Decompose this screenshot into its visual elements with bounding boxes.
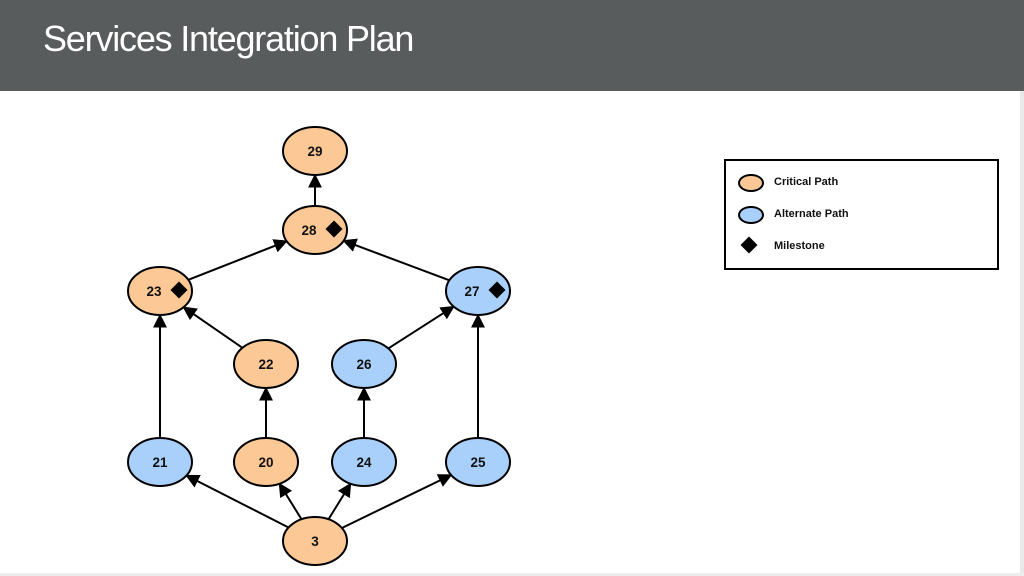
node-label-29: 29 bbox=[307, 144, 322, 159]
node-28: 28 bbox=[282, 205, 348, 255]
legend-label-critical: Critical Path bbox=[774, 176, 839, 188]
edge-3-to-20 bbox=[278, 482, 303, 520]
node-label-28: 28 bbox=[301, 223, 317, 238]
node-25: 25 bbox=[445, 437, 511, 487]
node-20: 20 bbox=[233, 437, 299, 487]
node-27: 27 bbox=[445, 266, 511, 316]
node-ellipse-22 bbox=[233, 339, 299, 389]
edge-3-to-25 bbox=[341, 474, 453, 529]
node-label-23: 23 bbox=[146, 284, 162, 299]
legend: Critical Path Alternate Path Milestone bbox=[724, 159, 999, 270]
node-ellipse-20 bbox=[233, 437, 299, 487]
slide-edge-bottom bbox=[0, 573, 1024, 576]
milestone-icon bbox=[325, 220, 343, 238]
node-ellipse-21 bbox=[127, 437, 193, 487]
edge-26-to-27 bbox=[387, 305, 455, 350]
edge-3-to-21 bbox=[185, 474, 289, 529]
legend-label-alternate: Alternate Path bbox=[774, 208, 849, 220]
milestone-icon bbox=[170, 281, 188, 299]
node-label-25: 25 bbox=[470, 455, 486, 470]
node-24: 24 bbox=[331, 437, 397, 487]
node-21: 21 bbox=[127, 437, 193, 487]
legend-label-milestone: Milestone bbox=[774, 240, 825, 252]
slide-edge-right bbox=[1020, 91, 1024, 576]
node-ellipse-28 bbox=[282, 205, 348, 255]
node-label-24: 24 bbox=[356, 455, 372, 470]
alternate-path-swatch bbox=[738, 206, 764, 224]
node-ellipse-25 bbox=[445, 437, 511, 487]
node-label-20: 20 bbox=[258, 455, 273, 470]
page-title: Services Integration Plan bbox=[43, 18, 414, 59]
node-22: 22 bbox=[233, 339, 299, 389]
milestone-icon bbox=[488, 281, 506, 299]
critical-path-swatch bbox=[738, 174, 764, 192]
node-label-22: 22 bbox=[258, 357, 273, 372]
node-ellipse-24 bbox=[331, 437, 397, 487]
title-bar: Services Integration Plan bbox=[0, 0, 1024, 91]
node-label-3: 3 bbox=[311, 534, 319, 549]
node-ellipse-3 bbox=[282, 516, 348, 566]
node-ellipse-29 bbox=[282, 126, 348, 176]
node-29: 29 bbox=[282, 126, 348, 176]
node-ellipse-23 bbox=[127, 266, 193, 316]
node-ellipse-27 bbox=[445, 266, 511, 316]
node-23: 23 bbox=[127, 266, 193, 316]
node-ellipse-26 bbox=[331, 339, 397, 389]
edge-27-to-28 bbox=[342, 238, 450, 282]
node-26: 26 bbox=[331, 339, 397, 389]
node-3: 3 bbox=[282, 516, 348, 566]
node-label-26: 26 bbox=[356, 357, 372, 372]
node-label-21: 21 bbox=[152, 455, 168, 470]
edge-22-to-23 bbox=[182, 306, 243, 349]
milestone-diamond-icon bbox=[740, 236, 758, 254]
edge-3-to-24 bbox=[327, 482, 352, 520]
node-label-27: 27 bbox=[464, 284, 479, 299]
edge-23-to-28 bbox=[187, 239, 288, 281]
